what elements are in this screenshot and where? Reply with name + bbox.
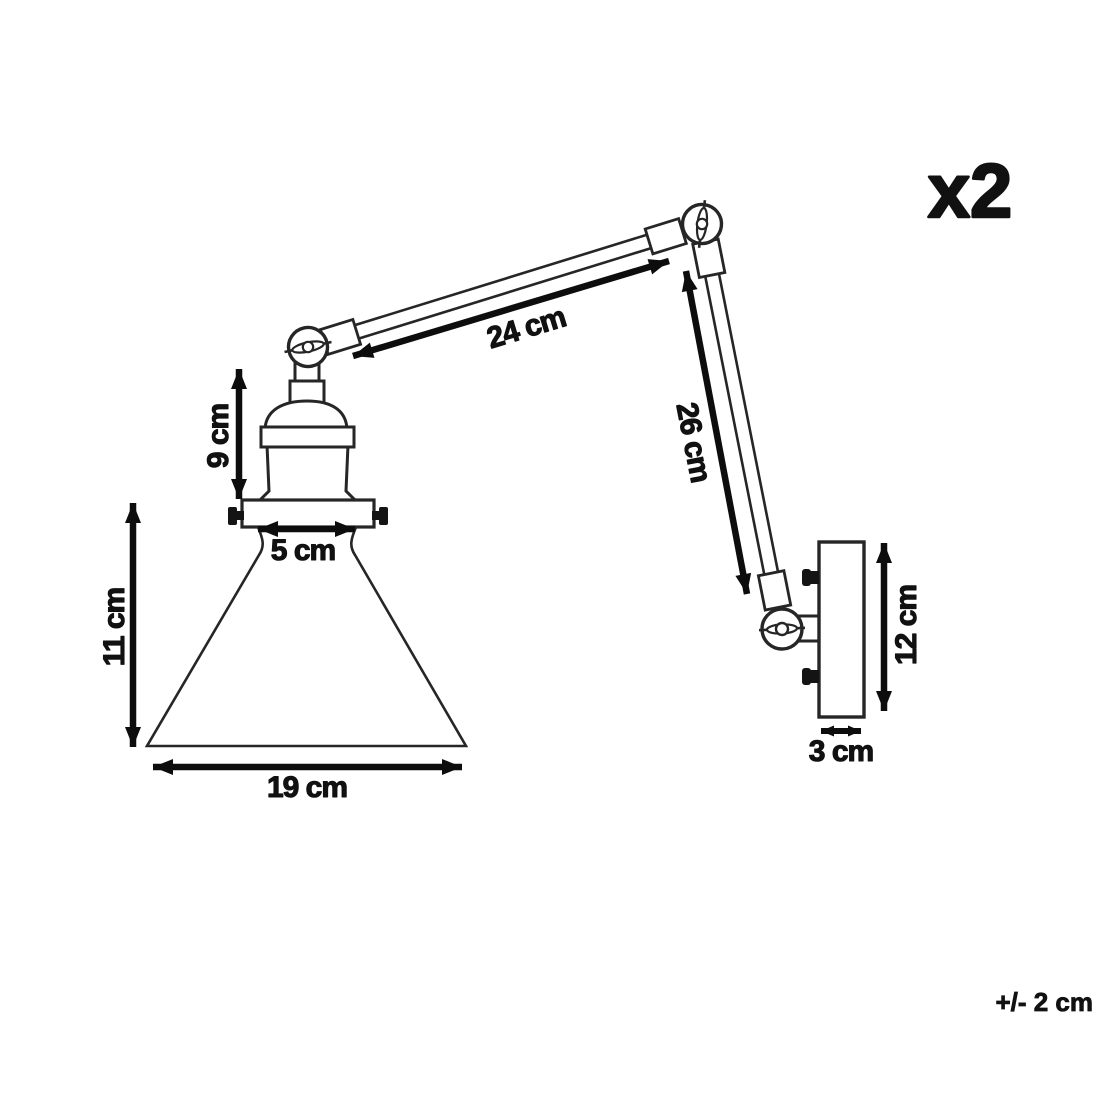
- fitter-screw-left: [228, 507, 244, 525]
- dimension-arrows: [125, 257, 892, 775]
- shade-joint-screw-center: [301, 340, 315, 354]
- dim-label-11cm: 11 cm: [98, 588, 131, 666]
- wall-screw-top: [802, 569, 819, 586]
- dim-arrow-24cm: [352, 257, 670, 360]
- socket-dome: [263, 399, 349, 431]
- dim-label-12cm: 12 cm: [890, 585, 923, 665]
- fitter-ring: [240, 498, 376, 529]
- lower-arm-ferrule-wall-end: [756, 569, 793, 612]
- shade-fitter-ring: [228, 498, 388, 529]
- socket-band: [259, 425, 356, 449]
- dim-label-3cm: 3 cm: [809, 735, 873, 768]
- dim-label-24cm: 24 cm: [483, 300, 569, 355]
- fitter-screw-right: [372, 507, 388, 525]
- dim-arrow-26cm: [681, 270, 752, 595]
- shade-joint: [284, 325, 332, 369]
- upper-arm-ferrule-elbow-end: [643, 216, 689, 256]
- tolerance-label: +/- 2 cm: [995, 987, 1093, 1017]
- dim-label-5cm: 5 cm: [271, 534, 335, 567]
- dim-label-19cm: 19 cm: [267, 771, 347, 804]
- elbow-joint-screw-center: [695, 217, 709, 231]
- lower-arm-ferrule-elbow-end: [691, 237, 727, 280]
- wall-plate: [817, 540, 866, 719]
- wall-joint: [758, 607, 806, 651]
- dim-label-9cm: 9 cm: [202, 404, 235, 468]
- elbow-joint: [680, 200, 724, 248]
- wall-screw-bottom: [802, 668, 819, 685]
- wall-mount: [758, 540, 866, 719]
- quantity-label: x2: [928, 149, 1013, 234]
- lamp-socket: [256, 354, 359, 502]
- wall-joint-screw-center: [774, 621, 790, 637]
- socket-body: [256, 443, 359, 502]
